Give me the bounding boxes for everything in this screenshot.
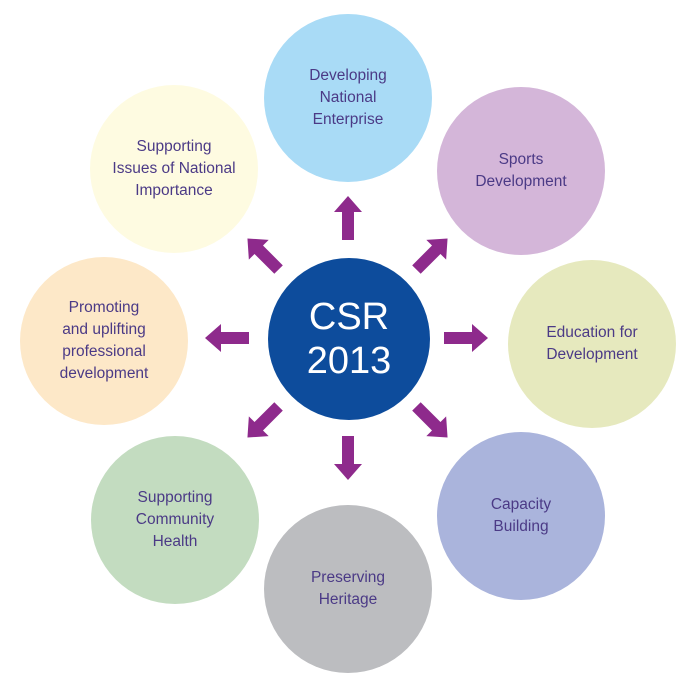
- node-developing-national-enterprise: Developing National Enterprise: [264, 14, 432, 182]
- node-preserving-heritage: Preserving Heritage: [264, 505, 432, 673]
- arrow-up-right: [406, 228, 458, 280]
- node-label: Education for Development: [546, 324, 638, 363]
- arrow-up-left: [237, 228, 289, 280]
- node-label: Capacity Building: [490, 496, 552, 535]
- node-label: Supporting Issues of National Importance: [112, 138, 236, 199]
- center-circle: CSR 2013: [268, 258, 430, 420]
- node-education-for-development: Education for Development: [508, 260, 676, 428]
- arrow-down-right: [406, 396, 458, 448]
- node-sports-development: Sports Development: [437, 87, 605, 255]
- node-promoting-professional-development: Promoting and uplifting professional dev…: [20, 257, 188, 425]
- arrow-down-left: [237, 396, 289, 448]
- node-label: Promoting and uplifting professional dev…: [59, 299, 149, 382]
- node-label: Sports Development: [475, 151, 567, 190]
- node-supporting-community-health: Supporting Community Health: [91, 436, 259, 604]
- node-label: Supporting Community Health: [135, 489, 215, 550]
- node-capacity-building: Capacity Building: [437, 432, 605, 600]
- arrow-left: [205, 324, 249, 352]
- arrow-right: [444, 324, 488, 352]
- arrow-up: [334, 196, 362, 240]
- node-label: Preserving Heritage: [310, 569, 386, 608]
- arrow-down: [334, 436, 362, 480]
- node-label: Developing National Enterprise: [309, 67, 387, 128]
- node-supporting-issues-national-importance: Supporting Issues of National Importance: [90, 85, 258, 253]
- center-label: CSR 2013: [306, 296, 392, 382]
